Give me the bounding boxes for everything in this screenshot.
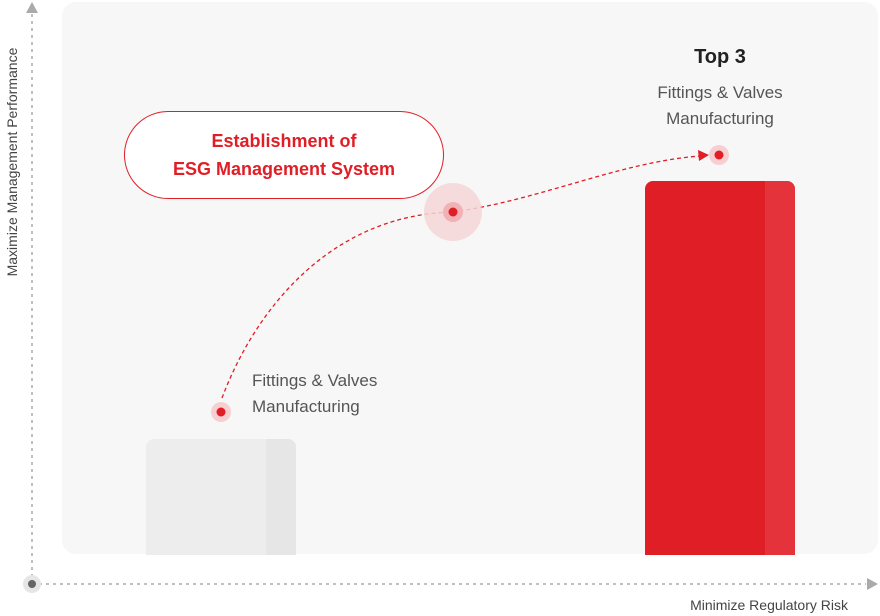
arrow-up-icon xyxy=(26,2,38,13)
start-point-icon xyxy=(211,402,231,422)
esg-callout: Establishment of ESG Management System xyxy=(124,111,444,199)
after-label-line-2: Manufacturing xyxy=(666,109,774,128)
bar-before-shade xyxy=(266,439,296,555)
arrow-right-icon xyxy=(867,578,878,590)
bar-after-shade xyxy=(765,181,795,555)
after-label-line-1: Fittings & Valves xyxy=(657,83,783,102)
before-label-line-1: Fittings & Valves xyxy=(252,371,378,390)
before-label-line-2: Manufacturing xyxy=(252,397,360,416)
end-point-icon xyxy=(709,145,729,165)
rank-title: Top 3 xyxy=(694,46,746,68)
milestone-point-icon xyxy=(424,183,482,241)
after-label: Fittings & Valves Manufacturing xyxy=(620,80,820,132)
x-axis-label: Minimize Regulatory Risk xyxy=(690,597,848,613)
bar-after xyxy=(645,181,795,555)
callout-line-1: Establishment of xyxy=(211,131,357,151)
origin-dot-icon xyxy=(23,575,41,593)
before-label: Fittings & Valves Manufacturing xyxy=(252,368,377,420)
callout-line-2: ESG Management System xyxy=(172,159,396,179)
path-arrowhead-icon xyxy=(698,150,709,161)
y-axis-label: Maximize Management Performance xyxy=(4,47,20,277)
bar-before xyxy=(146,439,296,555)
